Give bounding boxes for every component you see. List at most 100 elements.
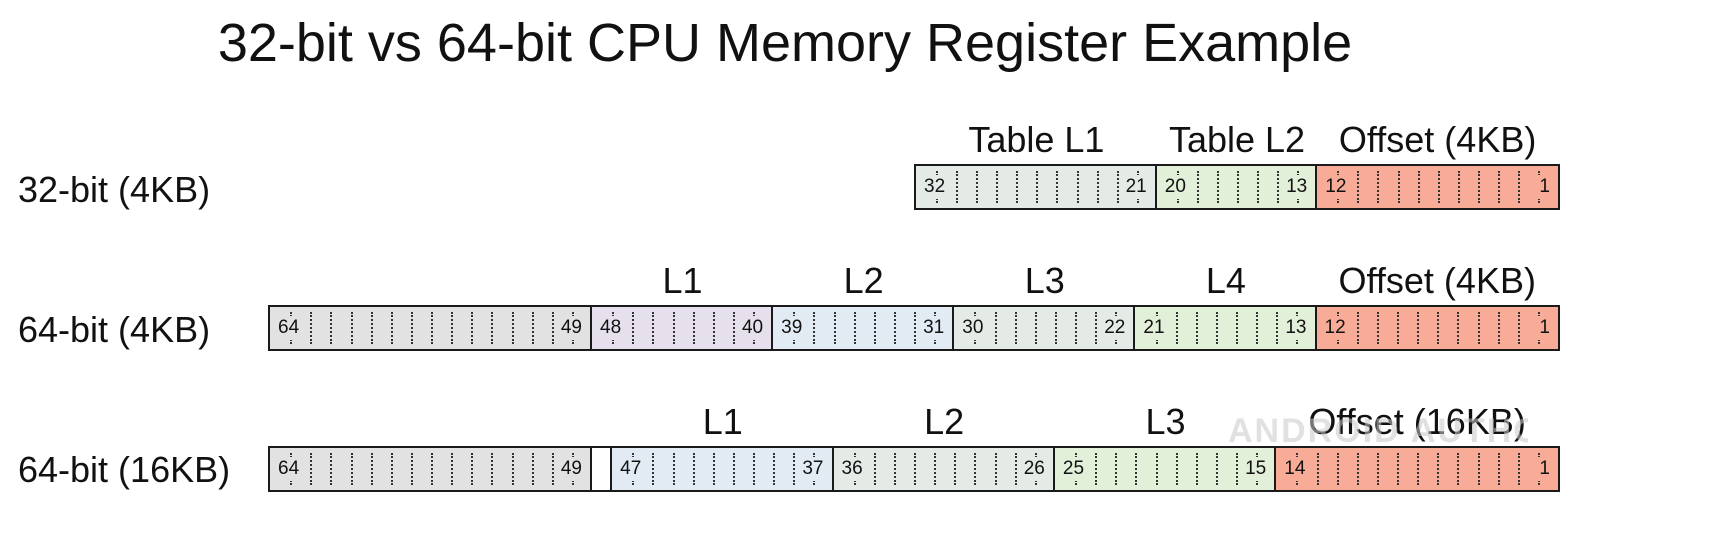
bit-divider <box>1054 312 1057 344</box>
bit-divider <box>1376 312 1379 344</box>
bit-divider <box>712 312 715 344</box>
bit-divider <box>793 453 796 485</box>
register-segment <box>592 448 613 490</box>
bit-divider <box>732 453 735 485</box>
bit-divider <box>1277 171 1280 203</box>
bit-divider <box>1096 171 1099 203</box>
bit-divider <box>1076 171 1079 203</box>
bit-divider <box>370 312 373 344</box>
bit-divider <box>672 312 675 344</box>
bit-divider <box>652 453 655 485</box>
bit-divider <box>914 453 916 485</box>
bit-divider <box>1477 312 1480 344</box>
bit-number-high: 12 <box>1323 175 1349 199</box>
bit-divider <box>692 312 695 344</box>
bit-divider <box>996 171 999 203</box>
segment-label: L3 <box>1145 401 1186 442</box>
bit-divider <box>1115 453 1118 485</box>
register-segment: 64 49 <box>270 448 592 490</box>
bit-divider <box>1215 312 1218 344</box>
segment-label: L2 <box>924 401 965 442</box>
bit-divider <box>1215 453 1218 485</box>
bit-divider <box>1014 312 1017 344</box>
bit-divider <box>1497 171 1500 203</box>
bit-divider <box>1397 171 1400 203</box>
segment-label: Table L1 <box>968 119 1105 160</box>
bit-number-low: 1 <box>1537 316 1552 340</box>
bit-divider <box>833 312 836 344</box>
bit-divider <box>1116 171 1119 203</box>
bit-number-low: 49 <box>558 457 584 481</box>
bit-divider <box>1075 312 1077 344</box>
bit-number-high: 64 <box>276 457 302 481</box>
bit-divider <box>431 312 433 344</box>
bit-divider <box>1477 453 1480 485</box>
bit-divider <box>531 453 534 485</box>
bit-divider <box>974 453 977 485</box>
bit-number-high: 25 <box>1060 457 1087 481</box>
row-label-64bit-16kb: 64-bit (16KB) <box>18 449 231 490</box>
bit-divider <box>551 453 554 485</box>
segment-label: L2 <box>843 260 884 301</box>
bit-divider <box>310 312 313 344</box>
bit-divider <box>1517 312 1520 344</box>
segment-label: Offset (16KB) <box>1308 401 1526 442</box>
bit-divider <box>1417 312 1420 344</box>
bit-divider <box>1437 312 1440 344</box>
bit-divider <box>1397 453 1399 485</box>
segment-label: L4 <box>1205 260 1246 301</box>
register-segment: 36 26 <box>833 448 1055 490</box>
bit-divider <box>652 312 655 344</box>
bit-divider <box>431 453 433 485</box>
bit-divider <box>491 312 494 344</box>
bit-divider <box>1357 171 1360 203</box>
bit-divider <box>1155 453 1158 485</box>
segment-label: L1 <box>662 260 703 301</box>
bit-divider <box>853 312 856 344</box>
bit-divider <box>1014 453 1017 485</box>
bit-divider <box>491 453 494 485</box>
bit-divider <box>310 453 313 485</box>
bit-divider <box>1336 453 1339 485</box>
diagram-title: 32-bit vs 64-bit CPU Memory Register Exa… <box>217 13 1353 73</box>
bit-number-high: 36 <box>839 457 865 481</box>
bit-divider <box>893 312 896 344</box>
bit-divider <box>410 312 413 344</box>
bit-divider <box>511 453 514 485</box>
bit-number-high: 39 <box>779 316 805 340</box>
bit-number-low: 37 <box>800 457 826 481</box>
bit-divider <box>1276 312 1279 344</box>
bit-divider <box>1437 171 1440 203</box>
bit-divider <box>1256 312 1259 344</box>
segment-label: Offset (4KB) <box>1338 119 1537 160</box>
bit-divider <box>350 312 353 344</box>
bit-number-high: 64 <box>276 316 302 340</box>
bit-divider <box>1036 171 1039 203</box>
bit-divider <box>1016 171 1019 203</box>
bit-divider <box>956 171 959 203</box>
bit-divider <box>1135 453 1138 485</box>
bit-number-high: 47 <box>618 457 644 481</box>
bit-divider <box>692 453 695 485</box>
bit-divider <box>1095 312 1098 344</box>
bit-number-high: 48 <box>598 316 624 340</box>
bit-divider <box>1195 453 1198 485</box>
bit-number-low: 26 <box>1021 457 1047 481</box>
bit-divider <box>1175 312 1178 344</box>
bit-divider <box>1376 453 1379 485</box>
bit-divider <box>471 453 474 485</box>
bit-divider <box>1237 171 1239 203</box>
bit-divider <box>1034 312 1037 344</box>
segment-label: Table L2 <box>1168 119 1306 160</box>
row-label-32bit-4kb: 32-bit (4KB) <box>18 169 211 210</box>
bit-number-high: 21 <box>1141 316 1167 340</box>
